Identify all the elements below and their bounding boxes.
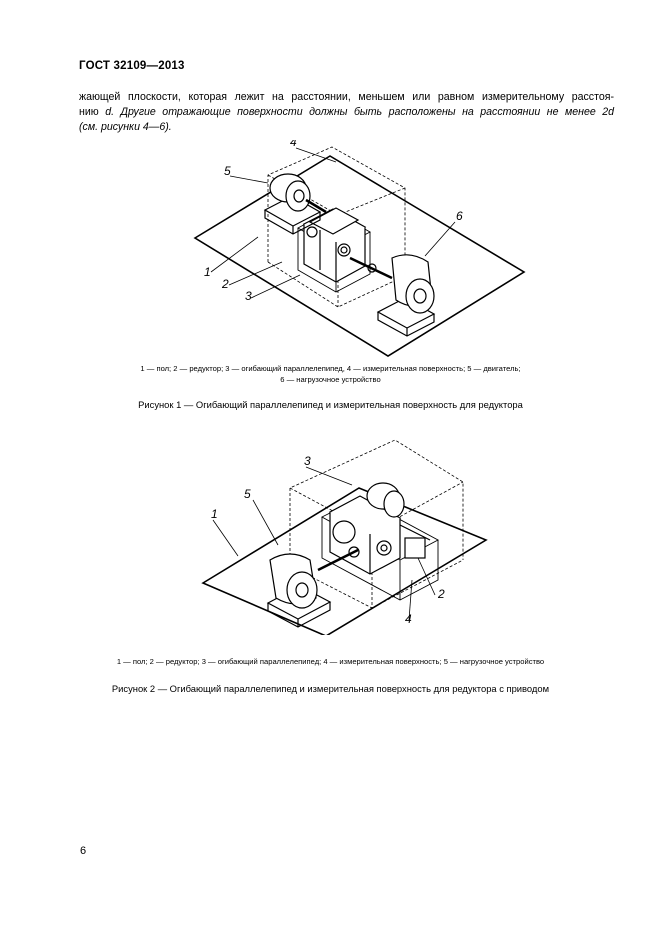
fig2-label-3: 3 bbox=[304, 454, 311, 468]
figure-2-drawing: 1 2 3 4 5 bbox=[201, 439, 488, 635]
fig2-label-4: 4 bbox=[405, 612, 412, 626]
figure-2-labels: 1 2 3 4 5 bbox=[211, 454, 445, 626]
figure-1-title: Рисунок 1 — Огибающий параллелепипед и и… bbox=[138, 399, 523, 410]
fig2-label-1: 1 bbox=[211, 507, 218, 521]
figure-2-legend: 1 — пол; 2 — редуктор; 3 — огибающий пар… bbox=[116, 657, 545, 666]
fig2-label-5: 5 bbox=[244, 487, 251, 501]
load-device bbox=[349, 254, 436, 337]
load-device bbox=[266, 546, 360, 628]
fig1-label-6: 6 bbox=[456, 209, 463, 223]
motor bbox=[263, 173, 327, 235]
page-number: 6 bbox=[80, 845, 87, 857]
figure-1-legend-line-2: 6 — нагрузочное устройство bbox=[280, 375, 381, 384]
figure-1-drawing: 1 2 3 4 5 6 bbox=[193, 140, 526, 357]
reducer bbox=[328, 482, 431, 575]
fig2-label-2: 2 bbox=[437, 587, 445, 601]
figure-1-legend-line-1: 1 — пол; 2 — редуктор; 3 — огибающий пар… bbox=[140, 364, 521, 373]
figure-1-legend: 1 — пол; 2 — редуктор; 3 — огибающий пар… bbox=[0, 363, 661, 385]
fig1-label-1: 1 bbox=[204, 265, 211, 279]
intro-line-3: (см. рисунки 4—6). bbox=[79, 120, 614, 135]
fig1-label-2: 2 bbox=[221, 277, 229, 291]
reducer bbox=[302, 207, 367, 283]
fig1-label-5: 5 bbox=[224, 164, 231, 178]
intro-line-2-italic: d. Другие отражающие поверхности должны … bbox=[105, 106, 614, 118]
intro-line-2: нию d. Другие отражающие поверхности дол… bbox=[79, 105, 614, 120]
intro-line-2-plain: нию bbox=[79, 106, 106, 118]
document-header: ГОСТ 32109—2013 bbox=[79, 60, 185, 72]
fig1-label-3: 3 bbox=[245, 289, 252, 303]
fig1-label-4: 4 bbox=[290, 140, 297, 149]
figure-2-title: Рисунок 2 — Огибающий параллелепипед и и… bbox=[111, 683, 550, 694]
intro-paragraph: жающей плоскости, которая лежит на расст… bbox=[79, 90, 614, 135]
intro-line-3-italic: (см. рисунки 4—6). bbox=[79, 121, 172, 133]
floor-plane bbox=[201, 487, 488, 635]
figure-1-labels: 1 2 3 4 5 6 bbox=[204, 140, 463, 303]
intro-line-1: жающей плоскости, которая лежит на расст… bbox=[79, 91, 614, 103]
